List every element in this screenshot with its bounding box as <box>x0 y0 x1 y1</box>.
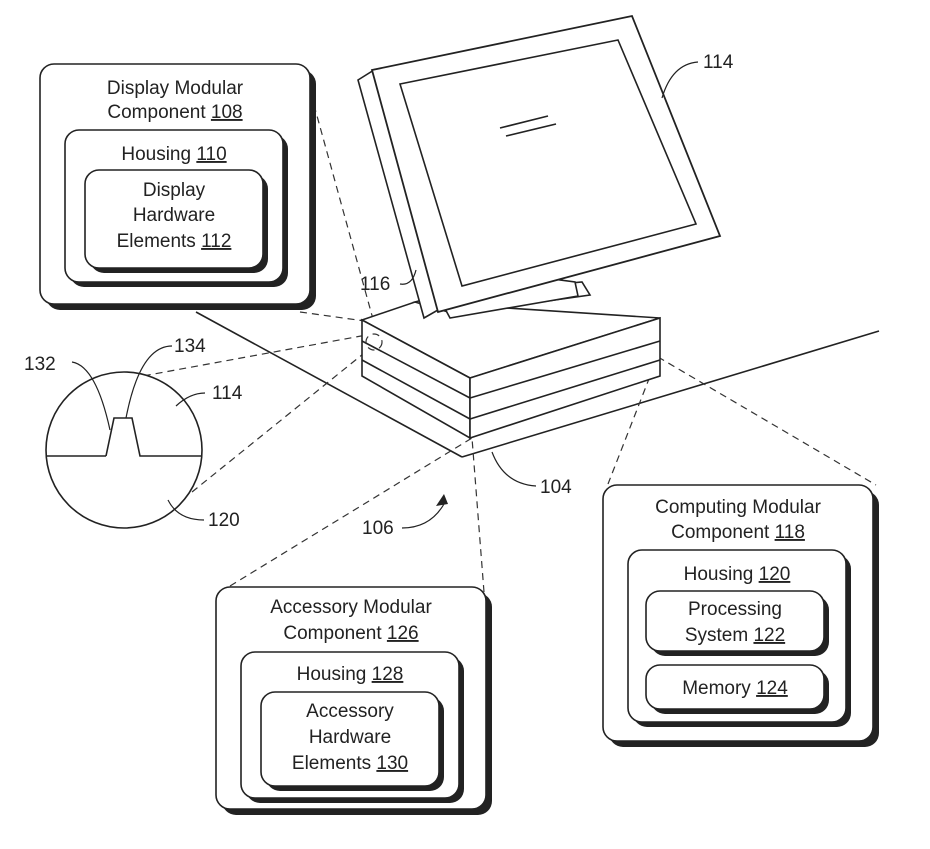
ref-label-134: 134 <box>174 336 206 357</box>
dashed-leaders <box>131 104 877 593</box>
display-component-title-line1: Display Modular <box>107 78 244 99</box>
base-right-face <box>469 316 661 440</box>
monitor-screen <box>398 39 698 287</box>
display-hw-line3: Elements 112 <box>117 231 232 252</box>
computing-component-title-line1: Computing Modular <box>655 497 821 518</box>
reference-numerals: 114 116 132 134 114 120 104 106 <box>24 52 734 539</box>
ref-label-114-detail: 114 <box>212 383 243 404</box>
processing-line1: Processing <box>688 599 782 620</box>
ref-label-114-display: 114 <box>703 52 734 73</box>
accessory-modular-component: Accessory Modular Component 126 Housing … <box>215 586 492 815</box>
ref-label-106: 106 <box>362 518 394 539</box>
arrow-head-106 <box>436 494 448 506</box>
processing-line2: System 122 <box>685 625 785 646</box>
computing-modular-component: Computing Modular Component 118 Housing … <box>602 484 879 747</box>
floor-lines <box>195 311 880 458</box>
ref-label-132: 132 <box>24 354 56 375</box>
accessory-component-title-line2: Component 126 <box>283 623 418 644</box>
memory-label: Memory 124 <box>682 678 788 699</box>
display-hw-line2: Hardware <box>133 205 215 226</box>
display-hw-line1: Display <box>143 180 206 201</box>
computing-housing-label: Housing 120 <box>684 564 791 585</box>
ref-label-104: 104 <box>540 477 572 498</box>
accessory-housing-label: Housing 128 <box>297 664 404 685</box>
computer-device <box>357 14 722 440</box>
display-modular-component: Display Modular Component 108 Housing 11… <box>39 63 316 310</box>
detail-view <box>45 345 206 529</box>
display-housing-label: Housing 110 <box>121 144 226 165</box>
accessory-component-title-line1: Accessory Modular <box>270 597 432 618</box>
ref-label-120: 120 <box>208 510 240 531</box>
accessory-hw-line2: Hardware <box>309 727 391 748</box>
ref-label-116: 116 <box>360 274 390 295</box>
accessory-hw-line1: Accessory <box>306 701 394 722</box>
reference-leaders <box>399 61 699 529</box>
display-component-title-line2: Component 108 <box>107 102 242 123</box>
accessory-hw-line3: Elements 130 <box>292 753 408 774</box>
computing-component-title-line2: Component 118 <box>671 522 805 543</box>
